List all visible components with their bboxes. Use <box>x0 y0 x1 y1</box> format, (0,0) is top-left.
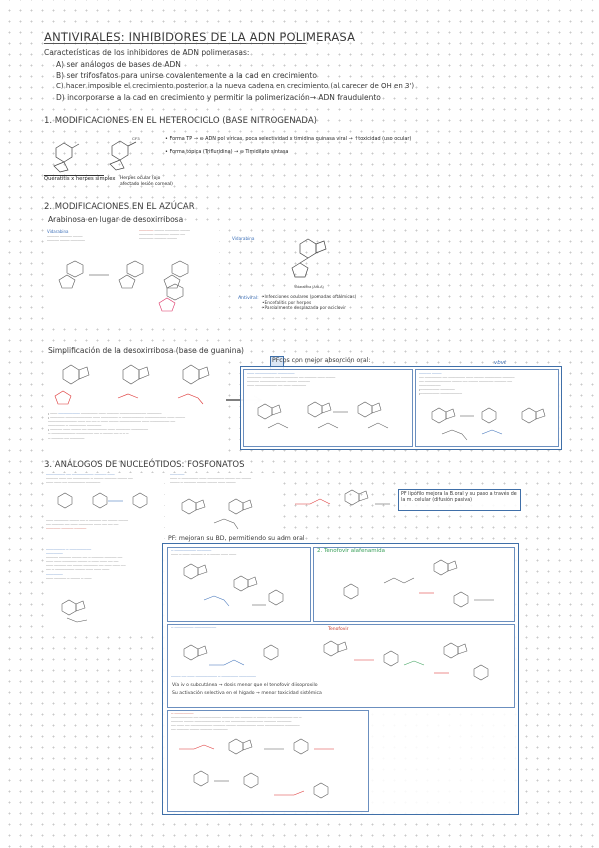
pf-panel-2: 2. Tenofovir alafenamida <box>313 547 515 622</box>
vidarabina-structure: Vidarabina (Ara-A) <box>291 238 327 289</box>
adefovir-panel: ──────── ─ ───────────────────── ───── ─… <box>44 548 159 636</box>
bracket-line <box>44 175 104 176</box>
pf-panel-1-structures <box>183 563 284 607</box>
label-queratitis: Queratitis x herpes simplex <box>44 176 116 182</box>
title-underline <box>44 43 306 44</box>
vidarabina-panel: Vidarabina ───── ───── ───────── ──── ──… <box>44 227 219 320</box>
pfcos-panel-left: ─── ───────── ───────────── ───── ── ───… <box>243 369 413 447</box>
section3-heading: 3. ANÁLOGOS DE NUCLEÓTIDOS: FOSFONATOS <box>44 460 245 470</box>
pf-note-b: Su activación selectiva en el hígado → m… <box>172 691 322 696</box>
pf-panel-1: ─ ───────── ───────── ─ ─── ───── ─ ─ ──… <box>167 547 311 622</box>
pfcos-right-structures <box>431 407 546 441</box>
simplificacion-heading: Simplificación de la desoxirribosa (base… <box>48 346 244 355</box>
section1-structures: CF3 <box>53 136 140 173</box>
guanine-structures <box>54 364 210 405</box>
page-title: ANTIVIRALES: INHIBIDORES DE LA ADN POLIM… <box>44 30 356 44</box>
pf-panel-4: ─ ───────────────── ── ───────── ───── ─… <box>167 710 369 812</box>
fosfonatos-panel-1: ──────── ── ───────── ───── ──────── ───… <box>44 473 164 543</box>
pf-lipofilo-box: PF lipófilo mejora la B.oral y su paso a… <box>398 489 521 511</box>
fosfonatos-panel-2: ───────── ─ ─────── ─── ─────── ──── ── … <box>168 473 283 543</box>
fosfonatos-structures-3 <box>295 489 390 506</box>
pf-panel-2-structures <box>343 559 494 608</box>
pf-panel-4-structures <box>179 738 334 799</box>
vidarabina-label-right: Vidarabina <box>232 236 255 241</box>
section1-bullet1: • Forma TP → ⊖ ADN pol víricas, poca sel… <box>165 136 412 142</box>
label-herpes-ocular: Herpes ocular (ojo afectado lesión corne… <box>120 176 173 187</box>
pfcos-box: ─── ───────── ───────────── ───── ── ───… <box>240 366 562 450</box>
pfcos-left-structures <box>257 401 389 429</box>
intro-item: D) incorporarse a la cad en crecimiento … <box>56 93 381 102</box>
pfcos-heading: PFcos con mejor absorción oral: <box>272 357 371 364</box>
antiviral-item: •Infecciones oculares (pomadas oftálmica… <box>262 295 357 300</box>
pf-note-a: Vía iv o subcutánea → dosis menor que el… <box>172 683 318 688</box>
antiviral-label: Antiviral: <box>238 296 259 301</box>
pf-panel-3-structures <box>183 640 489 681</box>
fosfonatos-structures-1 <box>57 492 148 509</box>
intro-item: B) ser trifosfatos para unirse covalente… <box>56 71 317 80</box>
svg-text:CF3: CF3 <box>132 136 140 141</box>
pfcos-tag: vbvt <box>494 360 507 366</box>
pf-lipofilo-note: PF lipófilo mejora la B.oral y su paso a… <box>401 492 517 503</box>
intro-item: A) ser análogos de bases de ADN <box>56 60 181 69</box>
intro-heading: Características de los inhibidores de AD… <box>44 48 250 57</box>
pf-box-heading: PF: mejoran su BD, permitiendo su adm or… <box>168 535 305 542</box>
antiviral-item: •Parcialmente desplazada por aciclovir <box>262 306 347 312</box>
intro-item: C) hacer imposible el crecimiento poster… <box>56 82 415 90</box>
pfcos-panel-right: ───── ────── ─────── ── ─────── ─── ────… <box>415 369 559 447</box>
section1-heading: 1. MODIFICACIONES EN EL HETEROCICLO (BAS… <box>44 116 317 126</box>
tenofovir-alafenamida-label: 2. Tenofovir alafenamida <box>317 548 385 554</box>
vidarabina-structures <box>58 260 189 312</box>
section2-heading: 2. MODIFICACIONES EN EL AZÚCAR <box>44 202 195 212</box>
fosfonatos-structures-2 <box>181 498 253 530</box>
antiviral-item: •Encefalitis por herpes <box>262 300 312 306</box>
simplificacion-panel: • ─── ───────── ─────── ─── ───── ──────… <box>44 356 224 456</box>
antiviral-list: •Infecciones oculares (pomadas oftálmica… <box>262 295 356 312</box>
tenofovir-label: Tenofovir <box>328 627 349 632</box>
section2-subheading: Arabinosa en lugar de desoxirribosa <box>48 215 184 224</box>
adefovir-structure <box>61 599 88 623</box>
vidarabina-label: Vidarabina <box>47 229 69 234</box>
svg-text:Vidarabina (Ara-A): Vidarabina (Ara-A) <box>294 285 324 289</box>
pf-panel-3: ─ ──────── ───────── Tenofovir ──── ── ─… <box>167 624 515 708</box>
section1-bullet2: • Forma tópica (Trifluridina) → ⊖ Timidi… <box>165 149 289 155</box>
pf-box: ─ ───────── ───────── ─ ─── ───── ─ ─ ──… <box>162 543 519 815</box>
